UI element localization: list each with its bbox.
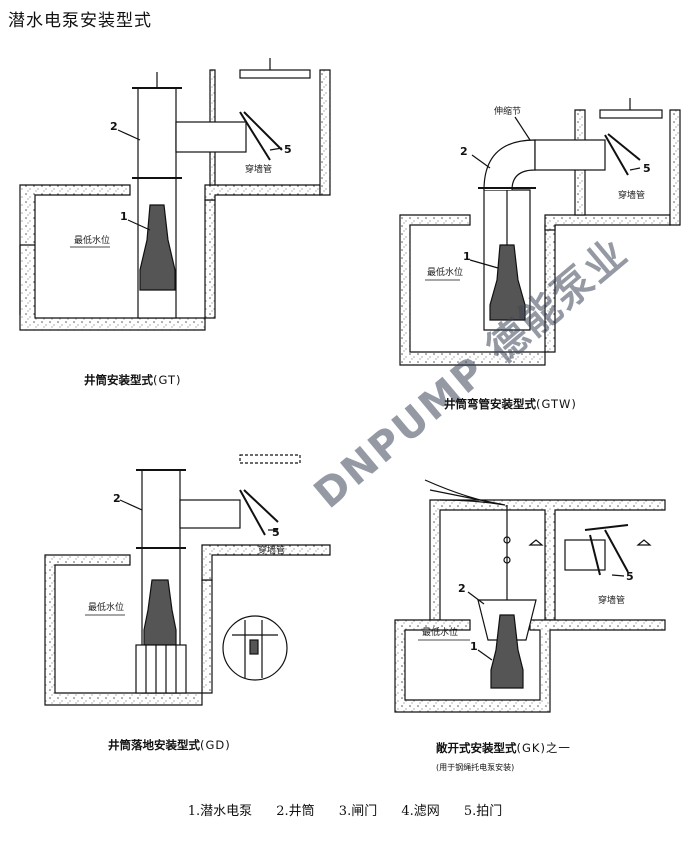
gk-num-1: 1	[470, 640, 478, 653]
caption-gd-text: 井筒落地安装型式	[108, 738, 200, 752]
caption-gk-note: (用于钢绳托电泵安装)	[436, 763, 515, 772]
gt-pump	[139, 204, 176, 291]
gk-num-5: 5	[626, 570, 634, 583]
gtw-num-5: 5	[643, 162, 651, 175]
caption-gt: 井筒安装型式(GT)	[84, 372, 182, 388]
caption-gd-code: (GD)	[200, 738, 231, 752]
diagram-gk	[394, 479, 666, 713]
gtw-num-1: 1	[463, 250, 471, 263]
gd-num-2: 2	[113, 492, 121, 505]
gd-num-5: 5	[272, 526, 280, 539]
gd-wall-pipe-label: 穿墙管	[258, 544, 285, 556]
caption-gtw: 井筒弯管安装型式(GTW)	[444, 396, 577, 412]
gtw-wall-pipe-label: 穿墙管	[618, 189, 645, 201]
caption-gk-text: 敞开式安装型式	[436, 741, 517, 755]
caption-gt-code: (GT)	[153, 373, 182, 387]
legend-item-screen: 4.滤网	[401, 804, 440, 819]
gtw-min-water-level: 最低水位	[427, 266, 463, 278]
gtw-num-2: 2	[460, 145, 468, 158]
caption-gk: 敞开式安装型式(GK)之一	[436, 740, 571, 756]
diagram-gt	[19, 58, 331, 331]
gt-num-5: 5	[284, 143, 292, 156]
gk-pump	[490, 614, 524, 689]
gk-concrete	[429, 499, 666, 621]
legend-item-flap-valve: 5.拍门	[463, 804, 503, 819]
gt-concrete	[19, 184, 216, 331]
legend-item-pump: 1.潜水电泵	[187, 804, 253, 819]
gk-wall-pipe-label: 穿墙管	[598, 594, 625, 606]
gtw-elbow	[483, 139, 536, 191]
gd-min-water-level: 最低水位	[88, 601, 124, 613]
gt-num-2: 2	[110, 120, 118, 133]
gt-wall-pipe-label: 穿墙管	[245, 163, 272, 175]
legend: 1.潜水电泵 2.井筒 3.闸门 4.滤网 5.拍门	[0, 800, 690, 819]
gt-min-water-level: 最低水位	[74, 234, 110, 246]
gtw-pump	[489, 244, 526, 321]
gt-outlet-pipe	[175, 121, 247, 153]
diagram-gtw	[399, 98, 681, 366]
caption-gtw-text: 井筒弯管安装型式	[444, 397, 536, 411]
gtw-concrete	[399, 214, 556, 366]
caption-gd: 井筒落地安装型式(GD)	[108, 737, 231, 753]
gd-concrete	[44, 554, 213, 706]
gtw-expansion-joint: 伸缩节	[494, 105, 521, 117]
gk-min-water-level: 最低水位	[422, 626, 458, 638]
gt-num-1: 1	[120, 210, 128, 223]
page-title: 潜水电泵安装型式	[8, 11, 152, 31]
caption-gtw-code: (GTW)	[536, 397, 577, 411]
legend-item-well-tube: 2.井筒	[276, 804, 315, 819]
gk-num-2: 2	[458, 582, 466, 595]
caption-gt-text: 井筒安装型式	[84, 373, 153, 387]
caption-gk-code: (GK)之一	[516, 741, 571, 755]
legend-item-gate: 3.闸门	[338, 804, 378, 819]
gd-floor-stand	[135, 644, 187, 694]
diagram-gd	[44, 454, 331, 706]
